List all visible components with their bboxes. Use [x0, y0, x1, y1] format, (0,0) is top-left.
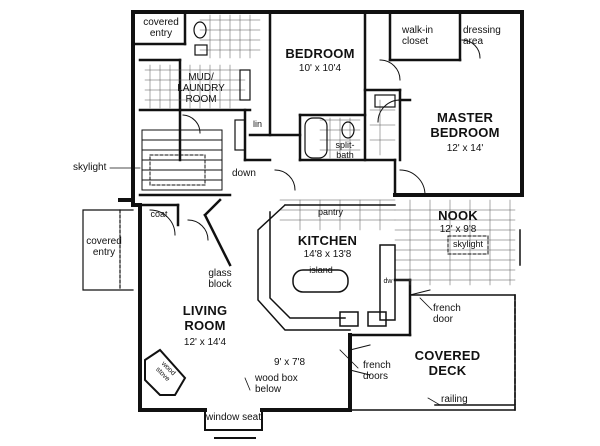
- bedroom-label: BEDROOM: [285, 46, 355, 61]
- nook-skylight-label: skylight: [452, 239, 483, 249]
- covered-deck: [349, 294, 516, 411]
- leader-lines: [109, 167, 441, 406]
- french-doors-label: french doors: [363, 360, 391, 382]
- nook-size: 12' x 9'8: [439, 224, 477, 235]
- wood-box-label: wood box below: [255, 373, 298, 395]
- dw-label: dw: [383, 278, 393, 285]
- wood-stove: [144, 348, 187, 396]
- master-bedroom-label: MASTER BEDROOM: [430, 110, 500, 140]
- split-bath-label: split- bath: [335, 140, 355, 160]
- tile-grid: [144, 14, 516, 286]
- living-room-label: LIVING ROOM: [182, 303, 228, 333]
- kitchen-counters: [257, 203, 396, 331]
- skylights: [447, 235, 489, 255]
- skylight-left-label: skylight: [73, 162, 107, 173]
- covered-entry-left: [82, 209, 134, 291]
- kitchen-size: 14'8 x 13'8: [303, 249, 352, 260]
- walk-in-closet-label: walk-in closet: [402, 25, 434, 47]
- coat-label: coat: [150, 209, 168, 219]
- bedroom-size: 10' x 10'4: [298, 63, 342, 74]
- dressing-area-label: dressing area: [463, 25, 501, 47]
- window-seat-label: window seat: [205, 412, 262, 423]
- kitchen-label: KITCHEN: [297, 233, 358, 248]
- lin-label: lin: [252, 119, 262, 129]
- windows: [132, 11, 523, 341]
- island-label: island: [309, 265, 333, 275]
- down-label: down: [232, 168, 256, 179]
- french-door-label: french door: [433, 303, 461, 325]
- dining-size-label: 9' x 7'8: [273, 357, 306, 368]
- covered-deck-label: COVERED DECK: [414, 348, 481, 378]
- pantry-label: pantry: [317, 207, 343, 217]
- window-seat-bay: [204, 409, 263, 439]
- railing-label: railing: [441, 394, 468, 405]
- mud-laundry-label: MUD/ LAUNDRY ROOM: [177, 72, 225, 105]
- nook-label: NOOK: [438, 208, 478, 223]
- covered-entry-top-label: covered entry: [143, 17, 179, 39]
- door-swings: [149, 39, 481, 376]
- master-bedroom-size: 12' x 14': [446, 143, 484, 154]
- stairs: [141, 129, 223, 191]
- living-room-size: 12' x 14'4: [183, 337, 227, 348]
- glass-block-label: glass block: [208, 268, 232, 290]
- bath-fixtures: [193, 21, 396, 159]
- covered-entry-left-label: covered entry: [86, 236, 122, 258]
